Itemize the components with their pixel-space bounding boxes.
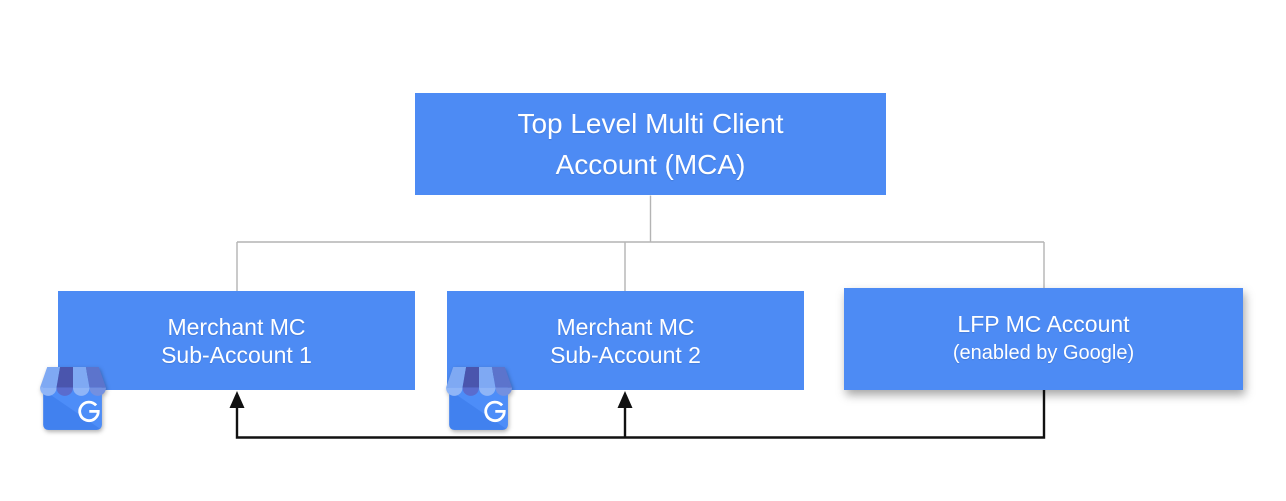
node-sub1-label-line2: Sub-Account 1 (161, 341, 312, 368)
node-top-mca-label-line2: Account (MCA) (555, 149, 746, 180)
google-my-business-icon (446, 367, 512, 430)
node-sub2-label-line1: Merchant MC (556, 313, 695, 340)
node-top-mca-label-line1: Top Level Multi Client (517, 108, 784, 139)
google-my-business-icon (40, 367, 106, 430)
google-g-icon (484, 400, 506, 423)
node-sub1-label-line1: Merchant MC (167, 313, 306, 340)
storefront-awning (446, 367, 512, 396)
node-top-mca: Top Level Multi Client Account (MCA) (415, 93, 886, 195)
arrowhead-to-sub2 (617, 391, 633, 408)
node-lfp-mc-account: LFP MC Account (enabled by Google) (844, 288, 1243, 390)
node-sub2-label-line2: Sub-Account 2 (550, 341, 701, 368)
google-g-icon (78, 400, 100, 423)
arrowhead-to-sub1 (229, 391, 245, 408)
node-lfp-label-line1: LFP MC Account (957, 311, 1130, 337)
storefront-awning (40, 367, 106, 396)
tree-connector-lines (236, 195, 1045, 291)
node-lfp-label-line2: (enabled by Google) (952, 342, 1135, 364)
node-merchant-sub-account-1: Merchant MC Sub-Account 1 (58, 291, 415, 390)
feedback-arrow-lines (235, 390, 1046, 439)
